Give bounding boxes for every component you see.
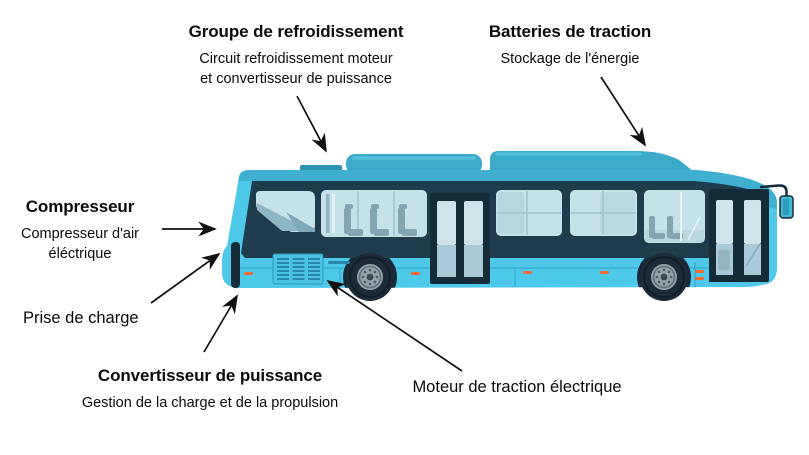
compressor-title: Compresseur <box>25 197 135 216</box>
marker-dash <box>523 271 532 274</box>
passenger-window-1 <box>321 190 427 237</box>
label-traction-motor: Moteur de traction électrique <box>412 378 622 396</box>
compressor-desc-line2: éléctrique <box>48 246 112 262</box>
side-mirror <box>759 184 794 219</box>
roof-equipment <box>300 151 693 174</box>
rear-window <box>256 191 315 232</box>
marker-dash <box>695 277 704 280</box>
charging-flap <box>231 242 240 288</box>
cooling-group-desc-line1: Circuit refroidissement moteur <box>199 51 393 67</box>
arrow-traction-motor <box>326 279 463 372</box>
roof-battery-module <box>490 151 693 174</box>
compressor-desc-line1: Compresseur d'air <box>20 226 140 242</box>
panel-handle <box>328 261 350 264</box>
traction-batteries-title: Batteries de traction <box>488 22 652 41</box>
label-cooling-group: Groupe de refroidissement Circuit refroi… <box>189 21 404 89</box>
marker-dash <box>244 272 253 275</box>
arrow-charging-socket <box>150 252 221 304</box>
cooling-group-desc-line2: et convertisseur de puissance <box>200 71 392 87</box>
power-converter-desc: Gestion de la charge et de la propulsion <box>81 395 339 411</box>
power-converter-title: Convertisseur de puissance <box>97 366 323 385</box>
marker-dash <box>600 271 609 274</box>
label-traction-batteries: Batteries de traction Stockage de l'éner… <box>489 21 651 69</box>
passenger-window-3 <box>570 190 637 236</box>
cooling-group-title: Groupe de refroidissement <box>188 22 404 41</box>
front-door <box>709 189 769 282</box>
orange-markers <box>244 270 704 280</box>
arrow-traction-batteries <box>600 76 647 147</box>
marker-dash <box>411 272 420 275</box>
label-compressor: Compresseur Compresseur d'air éléctrique <box>21 196 139 264</box>
roof-cooling-module <box>346 154 482 174</box>
label-power-converter: Convertisseur de puissance Gestion de la… <box>82 365 338 413</box>
vent-grille <box>272 253 350 285</box>
label-charging-socket: Prise de charge <box>23 309 139 327</box>
seat-silhouettes <box>344 204 417 236</box>
traction-batteries-desc: Stockage de l'énergie <box>500 51 640 67</box>
roof-trim-strip <box>222 170 777 181</box>
arrow-cooling-group <box>296 95 327 153</box>
middle-door <box>430 193 490 284</box>
marker-dash <box>695 270 704 273</box>
driver-window <box>644 190 705 243</box>
arrow-power-converter <box>203 294 238 353</box>
passenger-window-2 <box>496 190 562 236</box>
